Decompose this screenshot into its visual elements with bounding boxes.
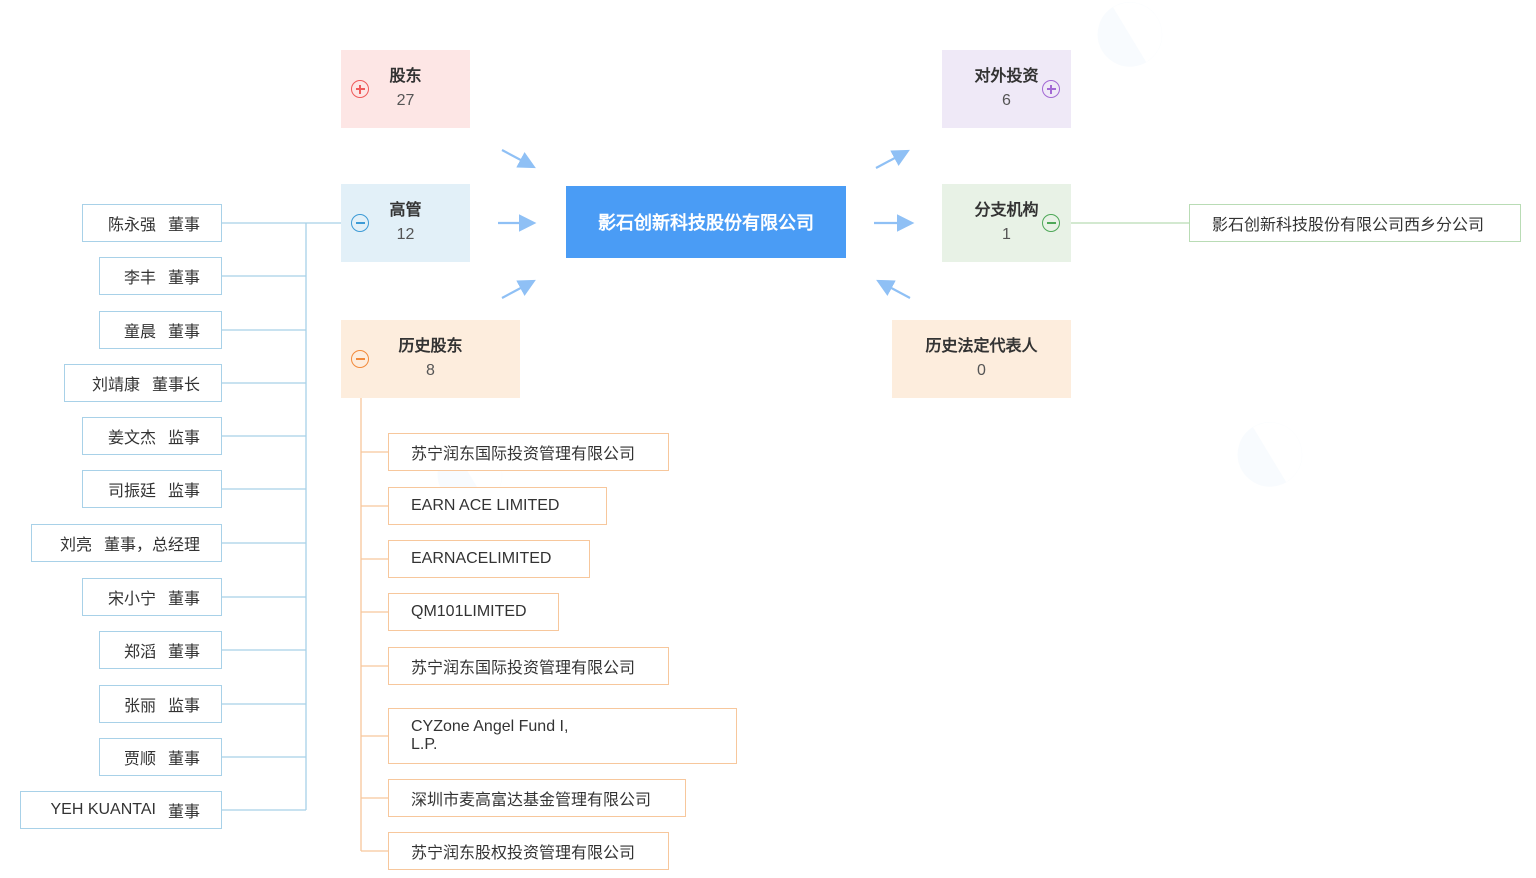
person-name: 童晨 [123, 324, 156, 341]
person-name: 刘亮 [59, 537, 92, 554]
management-item[interactable]: 刘靖康董事长 [64, 364, 222, 402]
management-item[interactable]: YEH KUANTAI 董事 [20, 791, 222, 829]
person-name: 司振廷 [107, 483, 156, 500]
category-branches[interactable]: 分支机构 1 [942, 184, 1071, 262]
category-investments[interactable]: 对外投资 6 [942, 50, 1071, 128]
category-title: 分支机构 [974, 202, 1039, 219]
plus-circle-icon[interactable] [351, 80, 369, 98]
category-title: 高管 [389, 202, 422, 219]
history-shareholder-item[interactable]: QM101LIMITED [388, 593, 559, 631]
category-count: 12 [396, 226, 415, 243]
arrow-history-shareholders [501, 279, 536, 299]
category-count: 27 [396, 92, 415, 109]
branch-name: 影石创新科技股份有限公司西乡分公司 [1212, 217, 1485, 234]
management-item[interactable]: 司振廷监事 [82, 470, 222, 508]
person-role: 董事 [167, 644, 200, 661]
category-management[interactable]: 高管 12 [341, 184, 470, 262]
minus-circle-icon[interactable] [1042, 214, 1060, 232]
arrow-shareholders [501, 149, 536, 169]
shareholder-name: 苏宁润东国际投资管理有限公司 [411, 660, 636, 677]
management-item[interactable]: 陈永强董事 [82, 204, 222, 242]
management-item[interactable]: 刘亮董事，总经理 [31, 524, 222, 562]
category-shareholders[interactable]: 股东 27 [341, 50, 470, 128]
category-history-shareholders[interactable]: 历史股东 8 [341, 320, 520, 398]
branch-item[interactable]: 影石创新科技股份有限公司西乡分公司 [1189, 204, 1521, 242]
category-count: 1 [1002, 226, 1011, 243]
person-role: 董事 [167, 270, 200, 287]
category-title: 对外投资 [974, 68, 1039, 85]
history-tree-lines [360, 398, 388, 852]
person-role: 董事，总经理 [103, 537, 200, 554]
category-count: 6 [1002, 92, 1011, 109]
person-name: 李丰 [123, 270, 156, 287]
person-name: 郑滔 [123, 644, 156, 661]
history-shareholder-item[interactable]: EARNACELIMITED [388, 540, 590, 578]
person-role: 董事 [167, 804, 200, 821]
management-item[interactable]: 李丰董事 [99, 257, 222, 295]
person-name: 姜文杰 [107, 430, 156, 447]
arrow-investments [875, 149, 910, 169]
arrow-history-legal-rep [876, 279, 911, 299]
person-name: 宋小宁 [107, 591, 156, 608]
management-item[interactable]: 张丽监事 [99, 685, 222, 723]
company-node[interactable]: 影石创新科技股份有限公司 [566, 186, 846, 258]
category-title: 历史股东 [398, 338, 463, 355]
history-shareholder-item[interactable]: 苏宁润东股权投资管理有限公司 [388, 832, 669, 870]
person-role: 监事 [167, 698, 200, 715]
shareholder-name: CYZone Angel Fund I, L.P. [411, 718, 569, 753]
person-name: 陈永强 [107, 217, 156, 234]
category-count: 8 [426, 362, 435, 379]
shareholder-name: QM101LIMITED [411, 603, 527, 620]
minus-circle-icon[interactable] [351, 350, 369, 368]
shareholder-name: 苏宁润东国际投资管理有限公司 [411, 446, 636, 463]
category-title: 股东 [389, 68, 422, 85]
history-shareholder-item[interactable]: 深圳市麦高富达基金管理有限公司 [388, 779, 686, 817]
history-shareholder-item[interactable]: CYZone Angel Fund I, L.P. [388, 708, 737, 764]
person-name: 刘靖康 [91, 377, 140, 394]
shareholder-name: 苏宁润东股权投资管理有限公司 [411, 845, 636, 862]
management-item[interactable]: 宋小宁董事 [82, 578, 222, 616]
management-item[interactable]: 童晨董事 [99, 311, 222, 349]
person-role: 监事 [167, 430, 200, 447]
person-role: 董事长 [151, 377, 200, 394]
person-name: 张丽 [123, 698, 156, 715]
minus-circle-icon[interactable] [351, 214, 369, 232]
person-role: 董事 [167, 751, 200, 768]
person-role: 董事 [167, 217, 200, 234]
category-title: 历史法定代表人 [925, 338, 1038, 355]
person-role: 董事 [167, 591, 200, 608]
category-count: 0 [977, 362, 986, 379]
shareholder-name: EARN ACE LIMITED [411, 497, 560, 514]
management-item[interactable]: 郑滔董事 [99, 631, 222, 669]
management-tree-lines [222, 222, 341, 811]
management-item[interactable]: 姜文杰监事 [82, 417, 222, 455]
history-shareholder-item[interactable]: 苏宁润东国际投资管理有限公司 [388, 433, 669, 471]
person-role: 董事 [167, 324, 200, 341]
management-item[interactable]: 贾顺董事 [99, 738, 222, 776]
plus-circle-icon[interactable] [1042, 80, 1060, 98]
person-role: 监事 [167, 483, 200, 500]
category-history-legal-rep[interactable]: 历史法定代表人 0 [892, 320, 1071, 398]
shareholder-name: 深圳市麦高富达基金管理有限公司 [411, 792, 652, 809]
person-name: 贾顺 [123, 751, 156, 768]
history-shareholder-item[interactable]: 苏宁润东国际投资管理有限公司 [388, 647, 669, 685]
person-name: YEH KUANTAI [50, 801, 156, 818]
shareholder-name: EARNACELIMITED [411, 550, 552, 567]
history-shareholder-item[interactable]: EARN ACE LIMITED [388, 487, 607, 525]
